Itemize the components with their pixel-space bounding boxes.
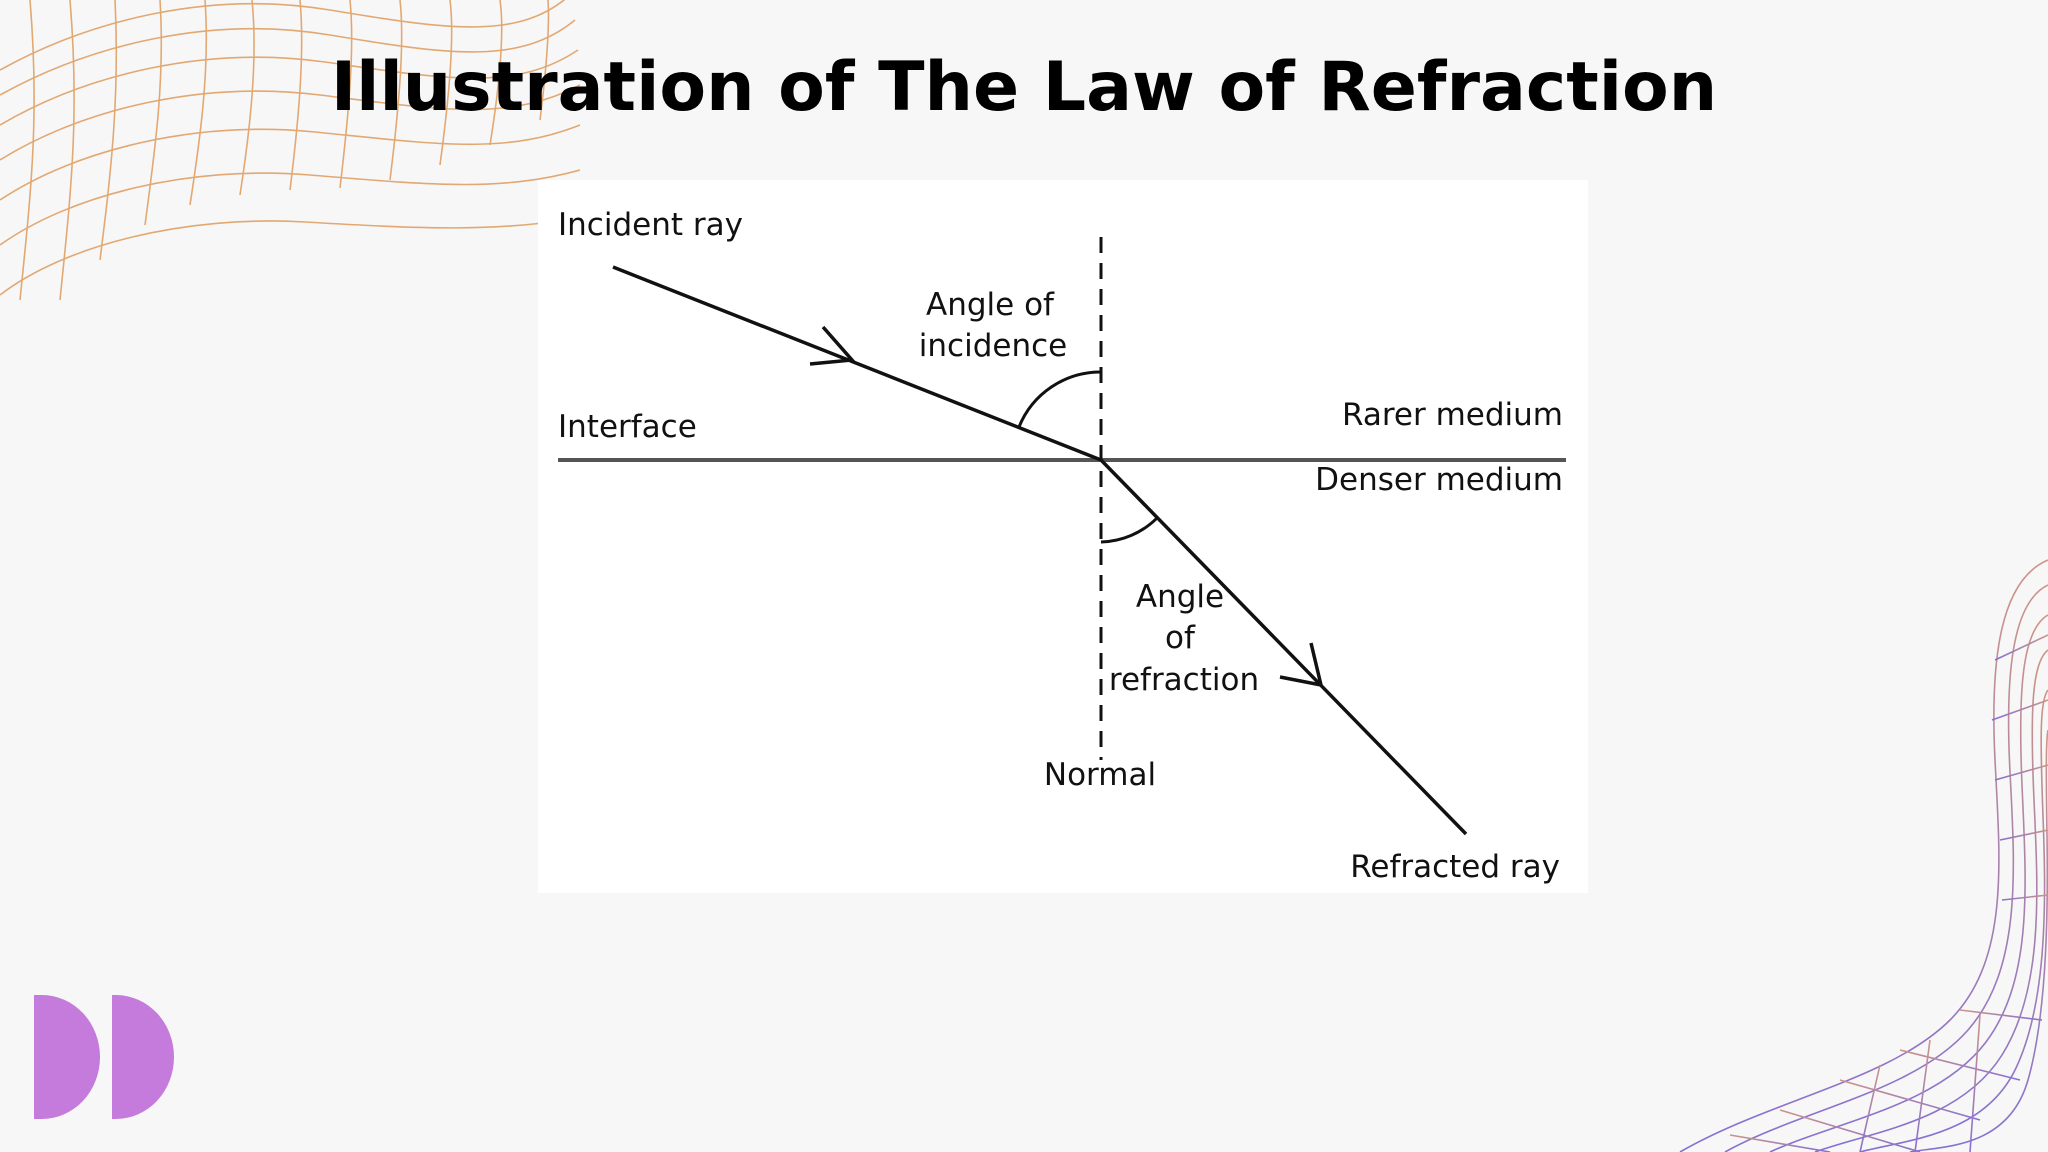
refracted-ray-label: Refracted ray (1350, 849, 1560, 885)
refraction-diagram: Incident ray Angle of incidence Interfac… (538, 180, 1588, 893)
angle-of-refraction-label-line2: of (1165, 620, 1196, 656)
slide-title: Illustration of The Law of Refraction (330, 48, 1718, 127)
incident-ray-label: Incident ray (558, 207, 743, 243)
normal-label: Normal (1044, 757, 1156, 793)
angle-of-refraction-label-line3: refraction (1109, 662, 1259, 698)
logo-left-half-circle (34, 995, 100, 1119)
brand-logo (34, 995, 174, 1119)
angle-of-incidence-arc (1017, 370, 1102, 428)
angle-of-incidence-label-line2: incidence (919, 328, 1067, 364)
interface-label: Interface (558, 409, 697, 445)
incident-ray-arrowhead (809, 325, 856, 366)
incident-ray-line (612, 265, 1102, 462)
angle-of-refraction-label-line1: Angle (1136, 579, 1224, 615)
angle-of-refraction-arc (1100, 516, 1159, 544)
wave-grid-decoration-bottom-right (1679, 559, 2048, 1152)
wave-grid-decoration-top-left (0, 0, 580, 300)
denser-medium-label: Denser medium (1315, 462, 1563, 498)
rarer-medium-label: Rarer medium (1342, 397, 1563, 433)
refracted-ray-line (1099, 458, 1468, 836)
angle-of-incidence-label-line1: Angle of (926, 287, 1055, 323)
logo-right-half-circle (112, 995, 174, 1119)
refracted-ray-arrowhead (1279, 642, 1324, 688)
